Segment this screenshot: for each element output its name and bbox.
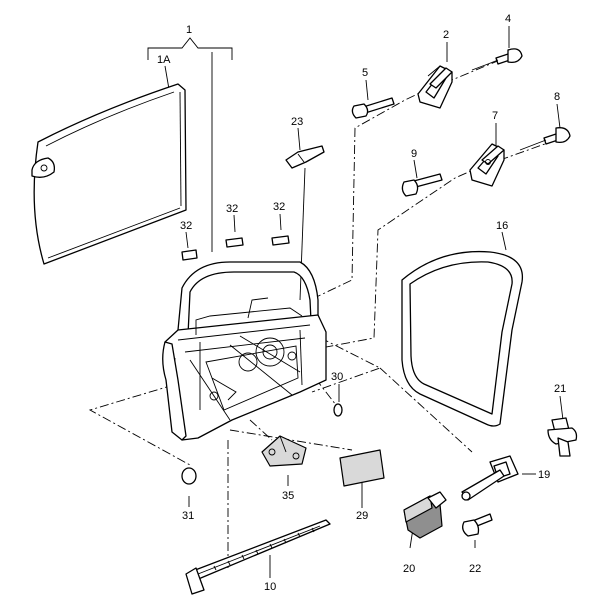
door-seal [401,250,524,427]
check-strap-housing [403,491,447,539]
callout-9: 9 [411,148,417,160]
assembly-phantom-lines [88,59,557,570]
callout-1a: 1A [157,54,171,66]
caps [181,403,343,485]
door-check-strap [461,455,519,501]
callout-32-left: 32 [180,220,192,232]
callout-35: 35 [282,490,294,502]
callout-21: 21 [554,383,566,395]
callout-4: 4 [505,13,511,25]
callout-20: 20 [403,563,415,575]
callout-30: 30 [331,371,343,383]
callout-22: 22 [469,563,481,575]
callout-7: 7 [492,110,498,122]
sill-strip [185,519,331,595]
callout-23: 23 [291,116,303,128]
door-shell-frame [162,261,327,441]
callout-32-right: 32 [273,201,285,213]
callout-29: 29 [356,510,368,522]
handle-bracket [285,145,325,169]
callout-2: 2 [443,29,449,41]
upper-hinge-assembly [351,48,523,119]
callout-19: 19 [538,469,550,481]
callout-32-middle: 32 [226,203,238,215]
check-strap-bolt [462,513,493,537]
grommet [547,417,578,457]
foil-pad [339,449,385,487]
mounting-piece [261,435,307,467]
lower-hinge-assembly [401,127,571,197]
adhesive-pads [181,235,290,261]
callout-5: 5 [362,67,368,79]
callout-8: 8 [554,91,560,103]
outer-door-panel [31,83,187,265]
callout-1: 1 [186,24,192,36]
callout-10: 10 [264,581,276,593]
callout-16: 16 [496,220,508,232]
callout-31: 31 [182,510,194,522]
callout-labels: 1 1A 2 4 5 7 8 9 10 16 19 20 21 22 23 29… [157,13,566,593]
